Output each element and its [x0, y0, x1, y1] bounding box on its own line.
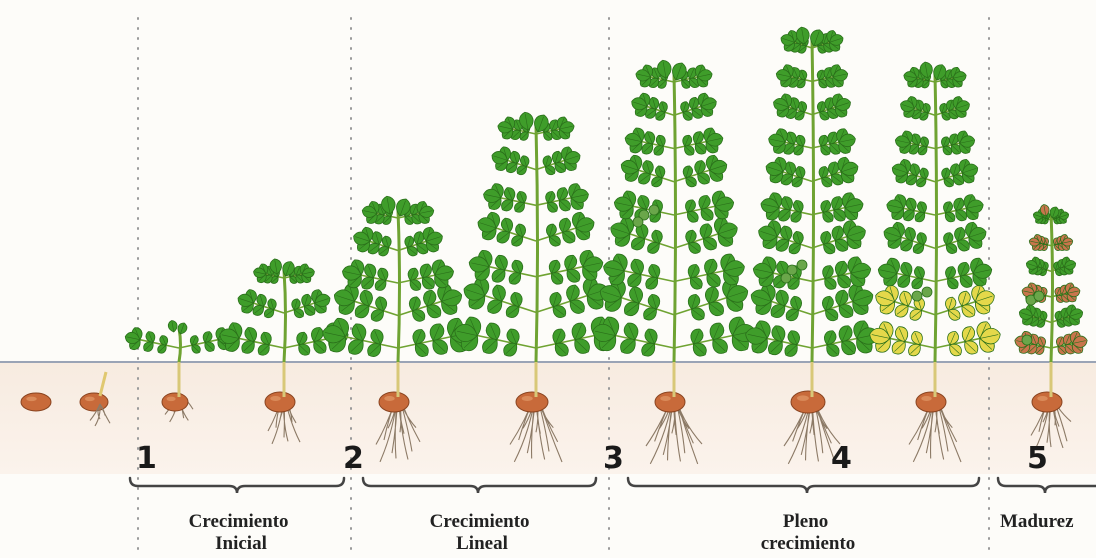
tuber-highlight — [921, 396, 932, 401]
tuber — [916, 392, 946, 412]
berry — [633, 217, 643, 227]
stage-label-5: Madurez — [1000, 511, 1074, 532]
stem — [398, 210, 400, 362]
tuber-highlight — [384, 396, 395, 401]
tuber — [655, 392, 685, 412]
stem — [674, 74, 676, 362]
brace-1 — [130, 478, 344, 493]
stage-label-2: Crecimiento Lineal — [430, 511, 535, 554]
stage-number-2: 2 — [343, 441, 364, 476]
tuber-highlight — [1037, 396, 1048, 401]
tuber — [379, 392, 409, 412]
stage-braces — [130, 478, 1096, 493]
stage-label-3: Pleno crecimiento — [761, 511, 856, 554]
tuber — [162, 393, 188, 411]
berry — [649, 205, 659, 215]
stage-number-1: 1 — [136, 441, 157, 476]
brace-2 — [363, 478, 596, 493]
tuber — [791, 391, 825, 413]
stage-label-1: Crecimiento Inicial — [189, 511, 294, 554]
tuber-highlight — [85, 397, 95, 402]
stage-label-1-line-2: Inicial — [215, 533, 267, 554]
stage-number-5: 5 — [1027, 441, 1048, 476]
tuber-highlight — [797, 395, 809, 401]
stage-label-5-line-1: Madurez — [1000, 511, 1074, 532]
stage-label-3-line-1: Pleno — [783, 511, 828, 532]
berry — [781, 273, 791, 283]
stem — [935, 74, 937, 362]
tuber-highlight — [660, 396, 671, 401]
tuber-highlight — [270, 396, 281, 401]
berry — [912, 291, 922, 301]
tuber — [1032, 392, 1062, 412]
brace-5 — [998, 478, 1096, 493]
stage-number-4: 4 — [831, 441, 852, 476]
stage-label-2-line-1: Crecimiento — [430, 511, 530, 532]
stage-label-2-line-2: Lineal — [456, 533, 508, 554]
tuber-highlight — [167, 397, 176, 402]
tuber-highlight — [26, 397, 37, 402]
berry — [797, 260, 807, 270]
berry — [922, 287, 932, 297]
stage-label-3-line-2: crecimiento — [761, 533, 856, 554]
tuber — [516, 392, 548, 412]
tuber — [21, 393, 51, 411]
berry — [1022, 335, 1032, 345]
tuber — [80, 393, 108, 411]
stem — [1051, 212, 1053, 362]
stem — [536, 126, 538, 362]
berry — [1034, 291, 1044, 301]
stage-number-3: 3 — [603, 441, 624, 476]
brace-3 — [628, 478, 979, 493]
tuber-highlight — [522, 396, 533, 401]
tuber — [265, 392, 295, 412]
stage-label-1-line-1: Crecimiento — [189, 511, 289, 532]
